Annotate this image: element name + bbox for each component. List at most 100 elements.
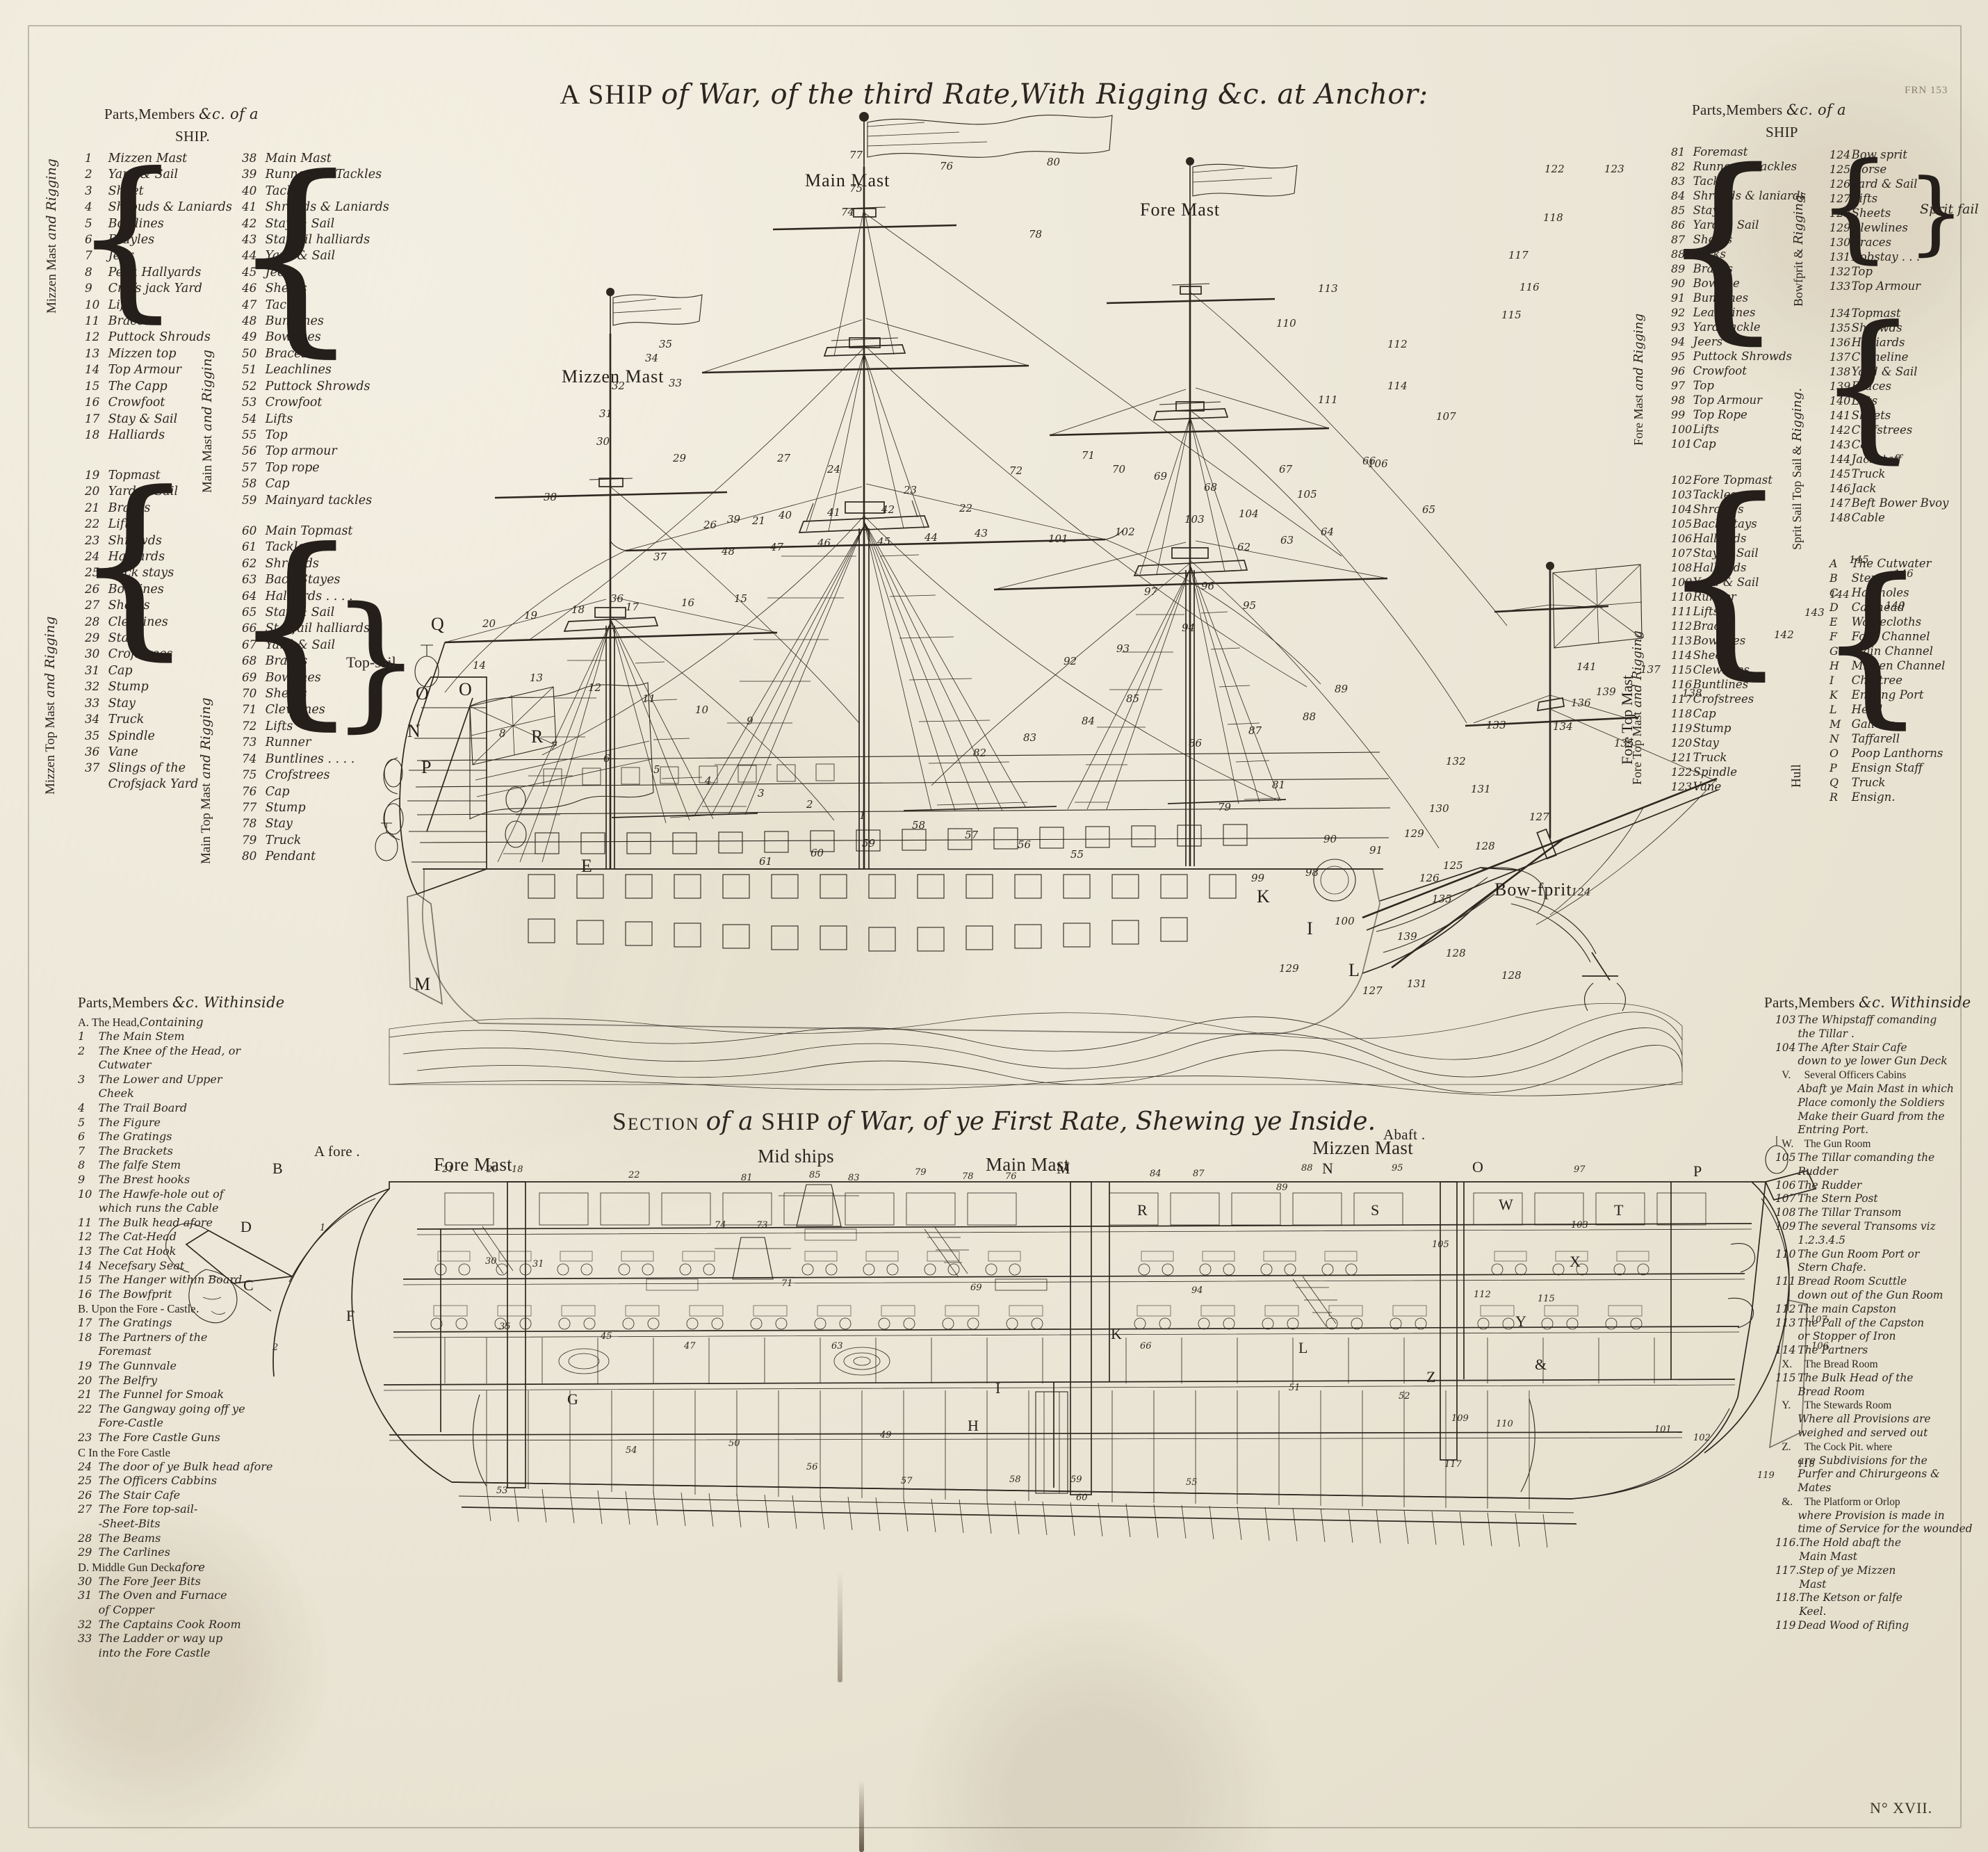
item-number: 13 bbox=[78, 1244, 92, 1258]
item-label: Yard & Sail bbox=[1693, 576, 1759, 589]
withinside-item: are Subdivisions for the Purfer and Chir… bbox=[1775, 1454, 1984, 1495]
item-label: Crofstrees bbox=[265, 768, 330, 783]
svg-text:107: 107 bbox=[1436, 410, 1456, 423]
item-label: Cap bbox=[1693, 707, 1716, 720]
item-label: Ensign Staff bbox=[1851, 761, 1923, 774]
item-number: 58 bbox=[242, 476, 257, 491]
item-number: 48 bbox=[242, 314, 257, 328]
withinside-section-header: V. Several Officers Cabins bbox=[1775, 1069, 1984, 1082]
item-label: The Partners bbox=[1798, 1344, 1868, 1357]
item-label: The Bowfprit bbox=[98, 1287, 172, 1301]
item-number: 81 bbox=[1671, 145, 1686, 159]
item-label: The Oven and Furnace of Copper bbox=[98, 1589, 227, 1616]
item-number: 110 bbox=[1775, 1247, 1796, 1260]
item-number: 132 bbox=[1830, 265, 1851, 278]
hull-letter-K: K bbox=[1257, 886, 1271, 907]
hull-letter-E: E bbox=[581, 856, 593, 876]
item-label: The Platform or Orlop bbox=[1804, 1495, 1900, 1508]
item-number: 18 bbox=[85, 427, 100, 441]
section-title-italic-2: of War, of ye First Rate, Shewing ye Ins… bbox=[827, 1107, 1376, 1136]
svg-text:24: 24 bbox=[826, 463, 840, 476]
item-label: Top Armour bbox=[108, 363, 181, 377]
item-number: 106 bbox=[1775, 1178, 1796, 1192]
item-label: Top Armour bbox=[1851, 279, 1921, 293]
item-number: 113 bbox=[1775, 1316, 1796, 1329]
item-number: 146 bbox=[1830, 482, 1851, 495]
item-label: Back Stays bbox=[1693, 517, 1757, 530]
item-label: The Stair Cafe bbox=[98, 1488, 181, 1502]
item-number: 141 bbox=[1830, 409, 1851, 422]
item-number: D bbox=[1830, 601, 1839, 614]
svg-text:T: T bbox=[1614, 1201, 1624, 1219]
item-label: Sheets bbox=[1851, 409, 1891, 422]
item-number: 104 bbox=[1775, 1041, 1796, 1054]
item-label: Sheets bbox=[265, 282, 307, 296]
item-label: Several Officers Cabins bbox=[1804, 1069, 1907, 1082]
svg-text:97: 97 bbox=[1574, 1164, 1586, 1175]
item-label: The Tillar Transom bbox=[1798, 1206, 1902, 1219]
section-label-italic: . bbox=[195, 1302, 199, 1316]
svg-text:37: 37 bbox=[653, 551, 667, 563]
mizzen-mast bbox=[416, 288, 860, 869]
group-label-spritsail-topsail: Sprit Sail Top Sail & Rigging. bbox=[1790, 387, 1804, 550]
svg-text:60: 60 bbox=[810, 847, 824, 859]
item-label: Crofs jack Yard bbox=[108, 282, 202, 296]
upper-right-heading-line1: Parts,Members &c. of a bbox=[1692, 101, 1846, 118]
svg-text:135: 135 bbox=[1432, 893, 1452, 905]
svg-text:70: 70 bbox=[1112, 463, 1126, 476]
item-number: 125 bbox=[1830, 163, 1851, 176]
svg-text:34: 34 bbox=[645, 352, 658, 364]
item-label: Top rope bbox=[265, 460, 320, 475]
item-number: 7 bbox=[78, 1144, 85, 1158]
svg-text:88: 88 bbox=[1303, 710, 1316, 723]
item-label: Tackles bbox=[1693, 488, 1736, 501]
svg-text:134: 134 bbox=[1553, 720, 1573, 733]
item-number: 6 bbox=[85, 232, 92, 247]
section-label-italic: afore bbox=[174, 1560, 205, 1574]
item-label: Bowlines bbox=[1693, 634, 1746, 647]
svg-text:21: 21 bbox=[441, 1164, 454, 1175]
item-number: 20 bbox=[85, 484, 100, 498]
svg-text:40: 40 bbox=[778, 509, 792, 521]
svg-text:&: & bbox=[1535, 1356, 1547, 1373]
item-label: Stay & Sail bbox=[1693, 546, 1759, 560]
svg-text:61: 61 bbox=[759, 855, 772, 868]
svg-text:3: 3 bbox=[758, 787, 765, 799]
item-number: 30 bbox=[85, 647, 100, 661]
section-label: Middle Gun Deck bbox=[92, 1560, 175, 1574]
item-number: 135 bbox=[1830, 321, 1851, 334]
item-label: Sheets bbox=[265, 687, 307, 701]
item-label: Catthead bbox=[1851, 601, 1905, 614]
upper-figure-labels: Main Mast Fore Mast Mizzen Mast Bow-fpri… bbox=[407, 170, 1636, 994]
item-label: Truck bbox=[265, 833, 302, 847]
item-label: Lifts bbox=[265, 719, 293, 733]
item-number: L bbox=[1830, 703, 1837, 716]
svg-text:16: 16 bbox=[681, 596, 695, 609]
svg-text:79: 79 bbox=[915, 1167, 927, 1178]
item-label: Yard & Sail bbox=[108, 168, 179, 182]
item-number: V. bbox=[1782, 1069, 1791, 1082]
item-number: N bbox=[1830, 732, 1839, 745]
svg-text:22: 22 bbox=[959, 502, 972, 514]
item-label: Crofstrees bbox=[1851, 423, 1913, 437]
item-number: 67 bbox=[242, 637, 257, 651]
